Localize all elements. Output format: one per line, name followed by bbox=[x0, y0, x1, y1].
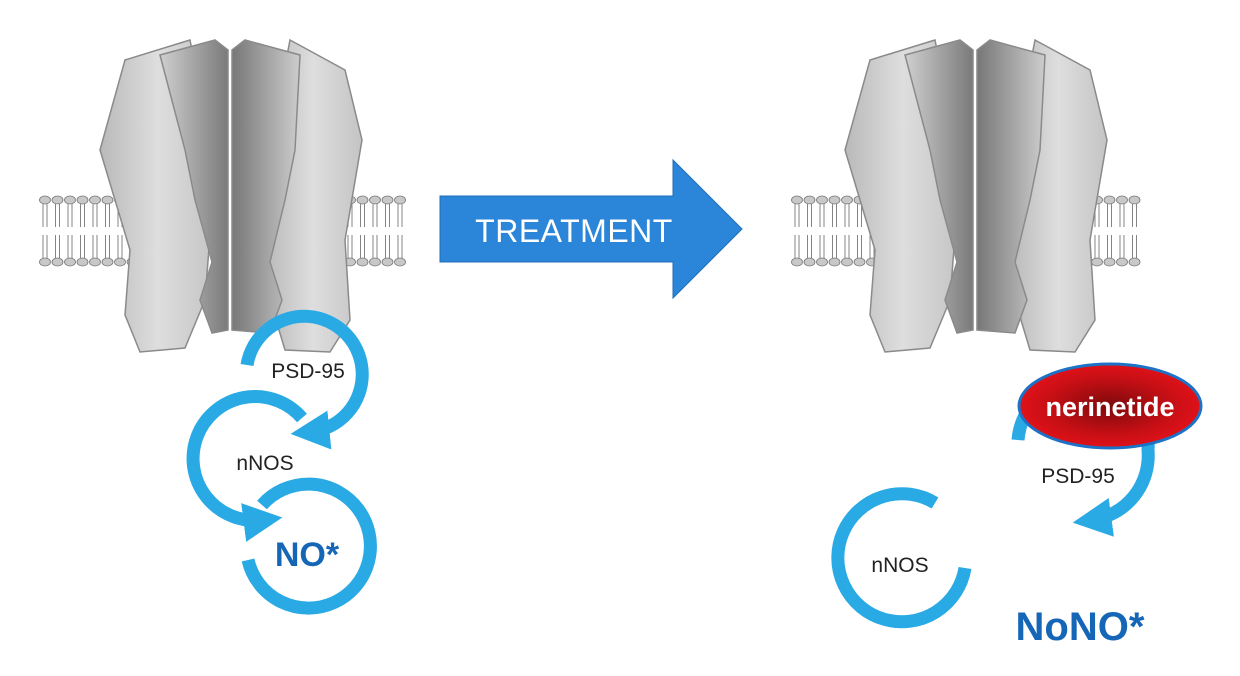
lipid-head bbox=[356, 257, 369, 267]
lipid-head bbox=[381, 257, 394, 267]
lipid-head bbox=[1091, 257, 1103, 267]
lipid-head bbox=[394, 195, 406, 205]
lipid-head bbox=[369, 257, 381, 267]
lipid-head bbox=[39, 195, 51, 205]
nnos-ring-left bbox=[186, 390, 307, 542]
lipid-head bbox=[76, 257, 89, 267]
nerinetide-ellipse bbox=[1017, 362, 1203, 450]
lipid-head bbox=[1103, 195, 1116, 205]
lipid-head bbox=[394, 257, 406, 267]
ion-channel-left bbox=[99, 38, 363, 353]
treatment-arrow: TREATMENT bbox=[439, 158, 743, 300]
lipid-head bbox=[803, 257, 816, 267]
lipid-head bbox=[816, 257, 828, 267]
lipid-head bbox=[816, 195, 828, 205]
right-signaling-chain: PSD-95 nerinetide nNOS NoNO* bbox=[831, 362, 1203, 649]
lipid-head bbox=[791, 257, 803, 267]
lipid-head bbox=[89, 257, 101, 267]
nerinetide-label: nerinetide bbox=[1045, 392, 1174, 422]
lipid-head bbox=[64, 257, 76, 267]
lipid-head bbox=[1116, 195, 1128, 205]
lipid-head bbox=[114, 257, 126, 267]
lipid-head bbox=[381, 195, 394, 205]
lipid-head bbox=[64, 195, 76, 205]
lipid-head bbox=[841, 195, 853, 205]
channel-subunit-inner-left bbox=[159, 39, 229, 334]
no-output-label-left: NO* bbox=[275, 536, 340, 574]
lipid-head bbox=[51, 195, 64, 205]
lipid-head bbox=[89, 195, 101, 205]
lipid-head bbox=[841, 257, 853, 267]
nnos-ring-right bbox=[831, 487, 972, 629]
psd95-label-right: PSD-95 bbox=[1041, 465, 1115, 488]
nnos-label-left: nNOS bbox=[236, 452, 293, 475]
lipid-head bbox=[101, 257, 114, 267]
ion-channel-right bbox=[844, 38, 1108, 353]
lipid-head bbox=[1116, 257, 1128, 267]
nono-output-label: NoNO* bbox=[1016, 605, 1145, 649]
lipid-head bbox=[51, 257, 64, 267]
lipid-head bbox=[828, 257, 841, 267]
lipid-head bbox=[76, 195, 89, 205]
lipid-head bbox=[1103, 257, 1116, 267]
lipid-head bbox=[1128, 195, 1141, 205]
lipid-head bbox=[369, 195, 381, 205]
lipid-head bbox=[101, 195, 114, 205]
treatment-arrow-label: TREATMENT bbox=[475, 213, 673, 249]
nnos-label-right: nNOS bbox=[871, 554, 928, 577]
left-signaling-chain: PSD-95 nNOS NO* bbox=[186, 309, 377, 615]
lipid-head bbox=[803, 195, 816, 205]
lipid-head bbox=[791, 195, 803, 205]
treatment-arrow-shape bbox=[439, 158, 743, 300]
no-ring-left bbox=[241, 477, 377, 615]
psd95-ring-left bbox=[240, 309, 369, 450]
lipid-head bbox=[1128, 257, 1141, 267]
nerinetide-drug: nerinetide bbox=[1017, 362, 1203, 450]
lipid-head bbox=[356, 195, 369, 205]
channel-subunit-inner-right bbox=[231, 39, 301, 334]
lipid-head bbox=[853, 257, 866, 267]
channel-subunit-inner-right bbox=[976, 39, 1046, 334]
channel-subunit-inner-left bbox=[904, 39, 974, 334]
lipid-head bbox=[39, 257, 51, 267]
psd95-label-left: PSD-95 bbox=[271, 360, 345, 383]
lipid-head bbox=[828, 195, 841, 205]
